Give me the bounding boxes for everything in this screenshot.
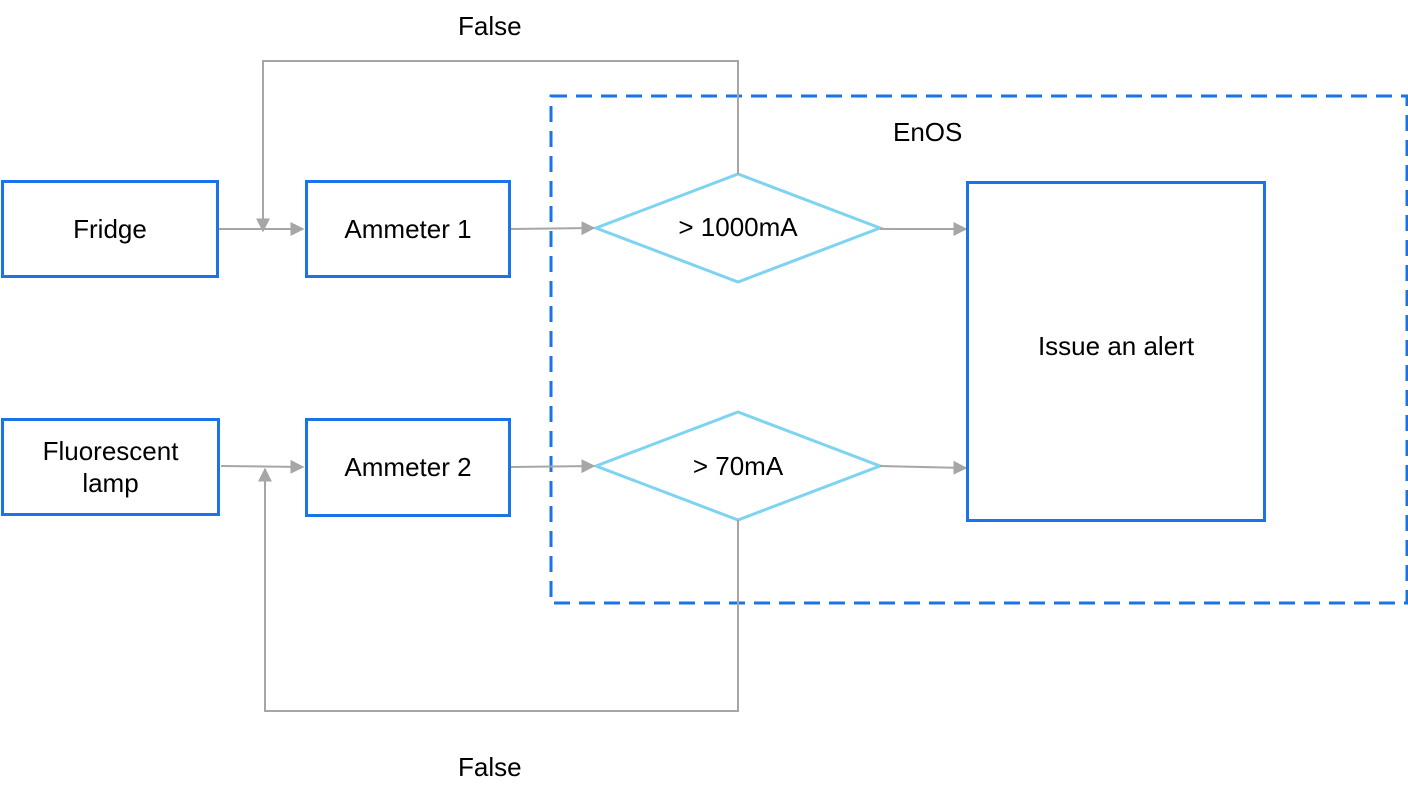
fluorescent-lamp-box: Fluorescent lamp bbox=[1, 418, 220, 516]
enos-boundary bbox=[549, 94, 1408, 605]
arrow-ammeter1-to-condition1 bbox=[510, 221, 596, 236]
false-label-top: False bbox=[458, 11, 522, 41]
false-label-bottom: False bbox=[458, 752, 522, 782]
fridge-box: Fridge bbox=[1, 180, 219, 278]
issue-alert-box: Issue an alert bbox=[966, 181, 1266, 522]
ammeter-1-label: Ammeter 1 bbox=[344, 213, 472, 244]
enos-boundary-label: EnOS bbox=[893, 117, 963, 147]
false-loop-bottom bbox=[258, 467, 739, 712]
arrow-condition2-to-alert bbox=[879, 460, 968, 475]
ammeter-2-box: Ammeter 2 bbox=[305, 418, 511, 517]
ammeter-2-label: Ammeter 2 bbox=[344, 452, 472, 483]
condition-70ma-label: > 70mA bbox=[692, 451, 784, 481]
false-loop-top bbox=[256, 60, 739, 233]
ammeter-1-box: Ammeter 1 bbox=[305, 180, 511, 278]
fluorescent-lamp-label-line2: lamp bbox=[82, 468, 139, 498]
condition-1000ma-label: > 1000mA bbox=[678, 212, 798, 242]
arrow-ammeter2-to-condition2 bbox=[510, 459, 596, 474]
fluorescent-lamp-label-line1: Fluorescent bbox=[42, 435, 179, 466]
arrow-fluorescent-to-ammeter2 bbox=[220, 459, 305, 474]
issue-alert-label: Issue an alert bbox=[1037, 331, 1195, 362]
fridge-label: Fridge bbox=[73, 213, 147, 244]
